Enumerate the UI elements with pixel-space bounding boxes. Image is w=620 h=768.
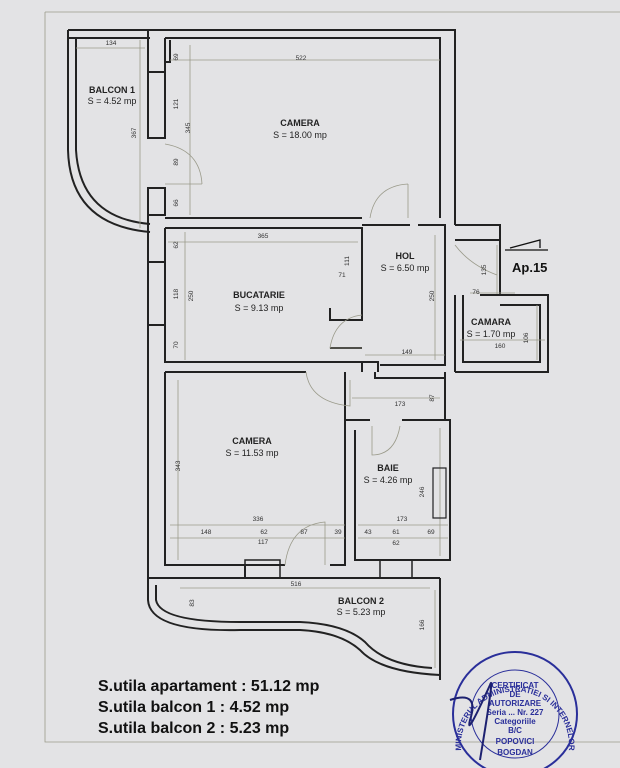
dim-label: 246 [419,486,426,497]
dim-label: 365 [258,233,269,240]
room-area: S = 6.50 mp [381,263,430,273]
room-name: CAMERA [232,436,272,446]
dim-label: 135 [481,264,488,275]
stamp-line: Seria ... Nr. 227 [487,708,544,717]
apartment-marker: Ap.15 [505,239,548,275]
dim-label: 250 [188,290,195,301]
room-name: CAMERA [280,118,320,128]
dim-label: 250 [429,290,436,301]
dim-label: 62 [173,241,180,249]
dim-label: 62 [392,540,400,547]
dim-label: 106 [523,332,530,343]
room-name: BUCATARIE [233,290,285,300]
dim-label: 149 [402,349,413,356]
room-area: S = 18.00 mp [273,130,327,140]
dim-label: 76 [472,289,480,296]
sheet-frame [44,11,620,743]
dim-label: 148 [201,529,212,536]
authorization-stamp: MINISTERUL ADMINISTRATIEI SI INTERNELOR … [449,651,578,768]
dim-label: 39 [334,529,342,536]
dim-label: 166 [419,619,426,630]
stamp-line: CERTIFICAT [492,681,539,690]
dim-label: 522 [296,55,307,62]
room-name: HOL [396,251,416,261]
bucatarie [148,227,363,372]
dim-label: 134 [106,40,117,47]
dim-label: 83 [189,599,196,607]
baie [345,372,451,579]
summary-apartment-area: S.utila apartament : 51.12 mp [98,678,320,695]
dim-label: 345 [185,122,192,133]
room-area: S = 4.52 mp [88,96,137,106]
dim-label: 71 [338,272,346,279]
dim-label: 173 [395,401,406,408]
summary-balcony-1-area: S.utila balcon 1 : 4.52 mp [98,699,290,716]
balcon-2 [147,578,441,680]
dim-label: 62 [260,529,268,536]
room-area: S = 11.53 mp [225,448,278,458]
dim-label: 87 [429,394,436,402]
dim-label: 160 [495,343,506,350]
dim-label: 343 [175,460,182,471]
dim-label: 87 [300,529,308,536]
stamp-line: BOGDAN [497,748,533,757]
dim-label: 89 [173,158,180,166]
room-name: BALCON 1 [89,85,135,95]
room-area: S = 5.23 mp [337,607,386,617]
dim-label: 43 [364,529,372,536]
dim-label: 61 [392,529,400,536]
stamp-line: B/C [508,726,522,735]
balcon-1 [67,29,151,233]
dimension-labels: 134 367 522 69 121 345 89 66 365 62 118 … [106,40,530,630]
room-area: S = 4.26 mp [364,475,413,485]
camara [455,240,549,373]
summary-balcony-2-area: S.utila balcon 2 : 5.23 mp [98,720,290,737]
room-name: BALCON 2 [338,596,384,606]
dim-label: 69 [173,53,180,61]
dim-label: 69 [427,529,435,536]
stamp-line: DE [509,690,521,699]
dim-label: 118 [173,288,180,299]
signature [449,682,493,761]
room-area: S = 9.13 mp [235,303,284,313]
dim-label: 121 [173,98,180,109]
apartment-label: Ap.15 [512,260,547,275]
dim-label: 66 [173,199,180,207]
room-area: S = 1.70 mp [467,329,516,339]
dim-label: 336 [253,516,264,523]
dim-label: 367 [131,127,138,138]
dim-label: 173 [397,516,408,523]
room-name: BAIE [377,463,399,473]
dim-label: 516 [291,581,302,588]
stamp-line: POPOVICI [496,737,535,746]
camera-1 [147,29,456,380]
dim-label: 111 [344,256,351,266]
room-name: CAMARA [471,317,511,327]
dim-label: 70 [173,341,180,349]
dim-label: 117 [258,539,269,546]
stamp-line: AUTORIZARE [489,699,542,708]
hol [362,224,501,372]
stamp-line: Categoriile [494,717,536,726]
